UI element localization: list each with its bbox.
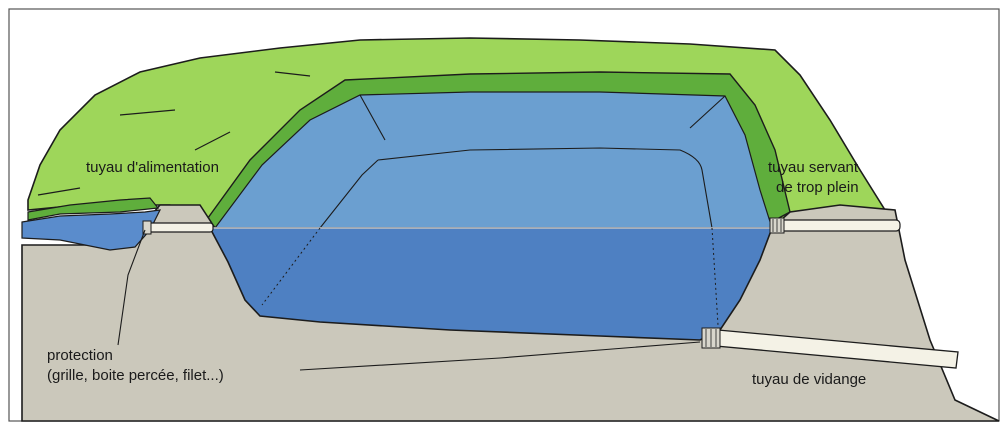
grass-stroke-1	[274, 71, 311, 77]
overflow-pipe-label-line2: de trop plein	[776, 179, 859, 196]
submerged-edge-left	[261, 227, 321, 306]
pond-slopes	[213, 91, 773, 229]
inlet-pipe	[142, 220, 214, 235]
inlet-pipe-label: tuyau d'alimentation	[86, 159, 219, 176]
protection-leader-left	[117, 229, 146, 346]
drain-pipe	[701, 327, 959, 369]
pond-corner-top-left	[359, 94, 386, 141]
protection-label-line1: protection	[47, 347, 113, 364]
overflow-pipe	[769, 217, 901, 234]
grass-stroke-4	[37, 187, 81, 196]
pond-inner-edge	[377, 147, 713, 229]
overflow-pipe-label-line1: tuyau servant	[768, 159, 859, 176]
protection-label-line2: (grille, boite percée, filet...)	[47, 367, 224, 384]
water-body	[208, 227, 774, 341]
grass-stroke-3	[194, 131, 231, 151]
pond-inner-edge-left	[319, 159, 379, 229]
grass-stroke-2	[119, 109, 176, 116]
inlet-bank-grass	[27, 197, 160, 221]
pond-corner-top-right	[689, 95, 726, 129]
drain-pipe-label: tuyau de vidange	[752, 371, 866, 388]
submerged-edge-right	[711, 227, 719, 326]
protection-leader-right	[299, 341, 701, 371]
